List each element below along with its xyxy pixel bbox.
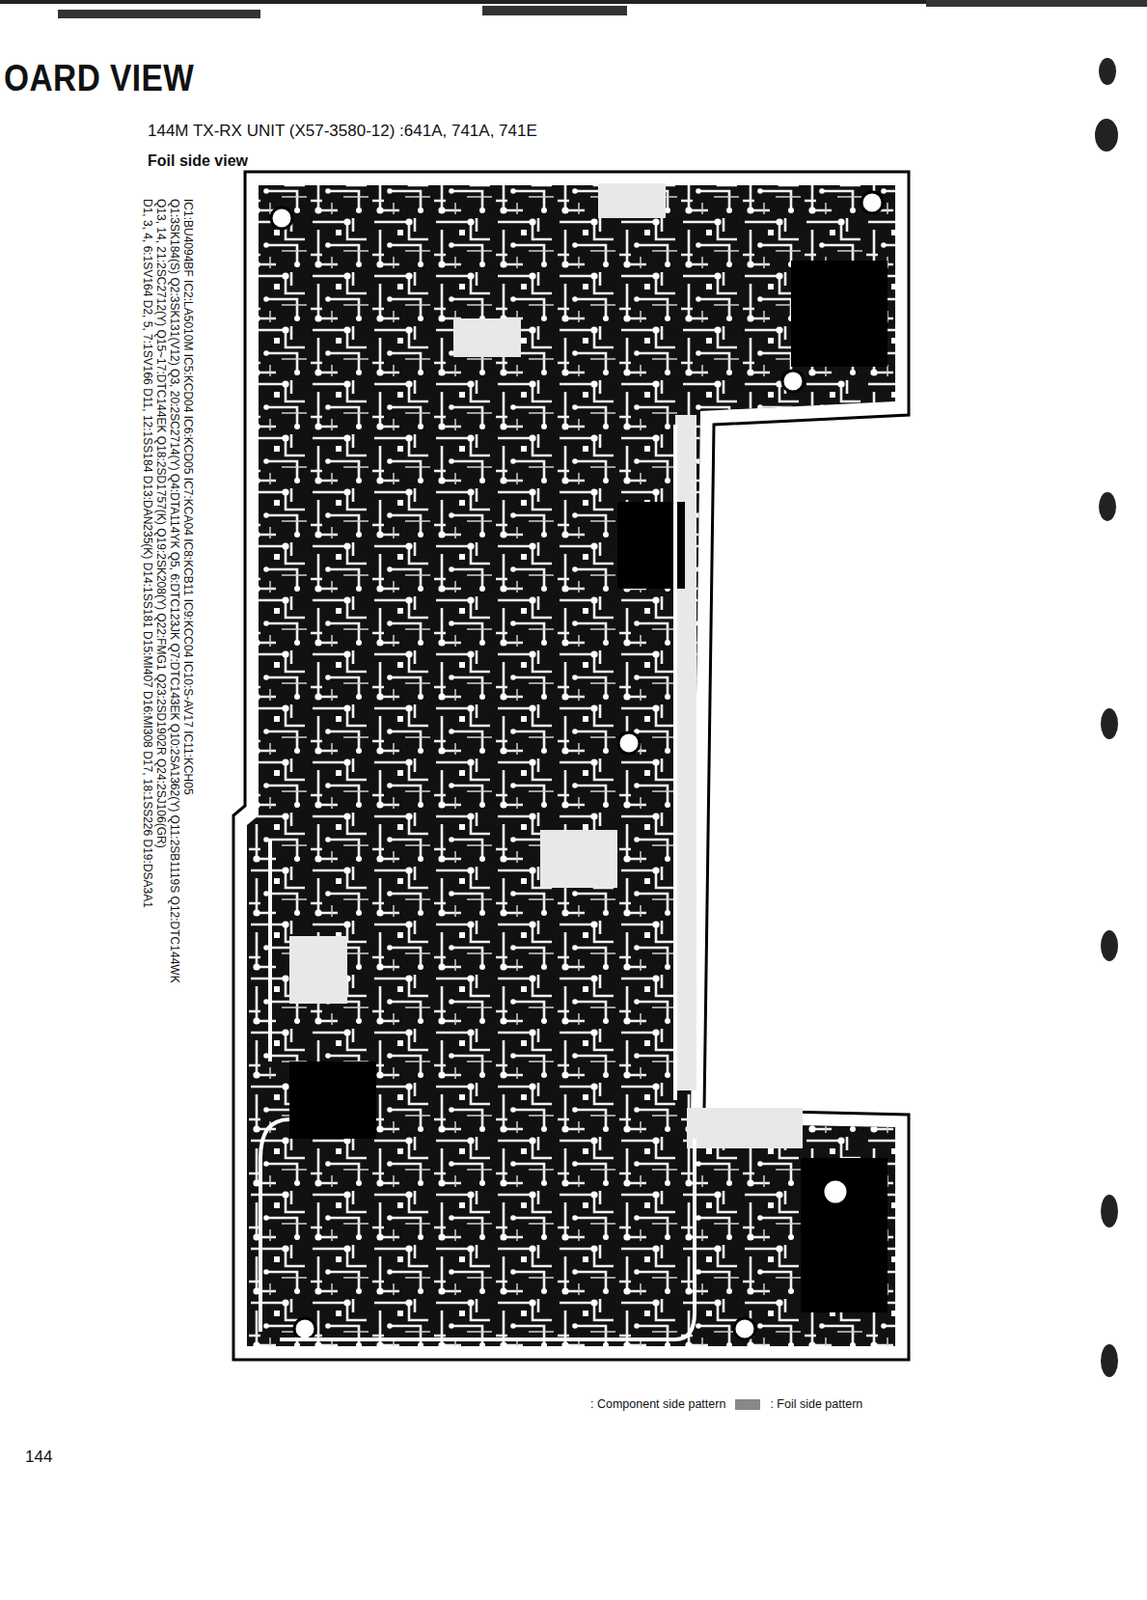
scan-bar	[482, 5, 628, 16]
legend-text: : Foil side pattern	[769, 1396, 863, 1411]
view-heading: Foil side view	[147, 152, 248, 170]
page-number: 144	[25, 1447, 53, 1467]
scan-bar	[57, 9, 261, 19]
legend-swatch	[735, 1398, 761, 1410]
scan-bar	[926, 0, 1147, 7]
unit-heading: 144M TX-RX UNIT (X57-3580-12) :641A, 741…	[147, 121, 538, 141]
foil-area	[246, 185, 896, 1346]
board-outline	[233, 171, 909, 1360]
parts-line: D1, 3, 4, 6:1SV164 D2, 5, 7:1SV166 D11, …	[140, 198, 155, 984]
mounting-holes	[271, 191, 883, 1339]
parts-line: Q13, 14, 21:2SC2712(Y) Q15~17:DTC144EK Q…	[154, 198, 168, 984]
trace-pattern	[246, 185, 896, 1346]
component-patches	[289, 183, 803, 1148]
page-title: OARD VIEW	[3, 57, 194, 100]
legend-text: : Component side pattern	[590, 1396, 726, 1411]
parts-list: IC1:BU4094BF IC2:LA5010M IC5:KCD04 IC6:K…	[140, 198, 195, 984]
ground-traces	[260, 424, 695, 1339]
parts-line: Q1:3SK184(S) Q2:3SK131(V12) Q3, 20:2SC27…	[167, 198, 182, 984]
ground-planes	[289, 260, 888, 1312]
parts-line: IC1:BU4094BF IC2:LA5010M IC5:KCD04 IC6:K…	[181, 198, 195, 984]
legend: : Component side pattern : Foil side patt…	[590, 1396, 863, 1411]
binder-holes	[1094, 57, 1119, 1377]
